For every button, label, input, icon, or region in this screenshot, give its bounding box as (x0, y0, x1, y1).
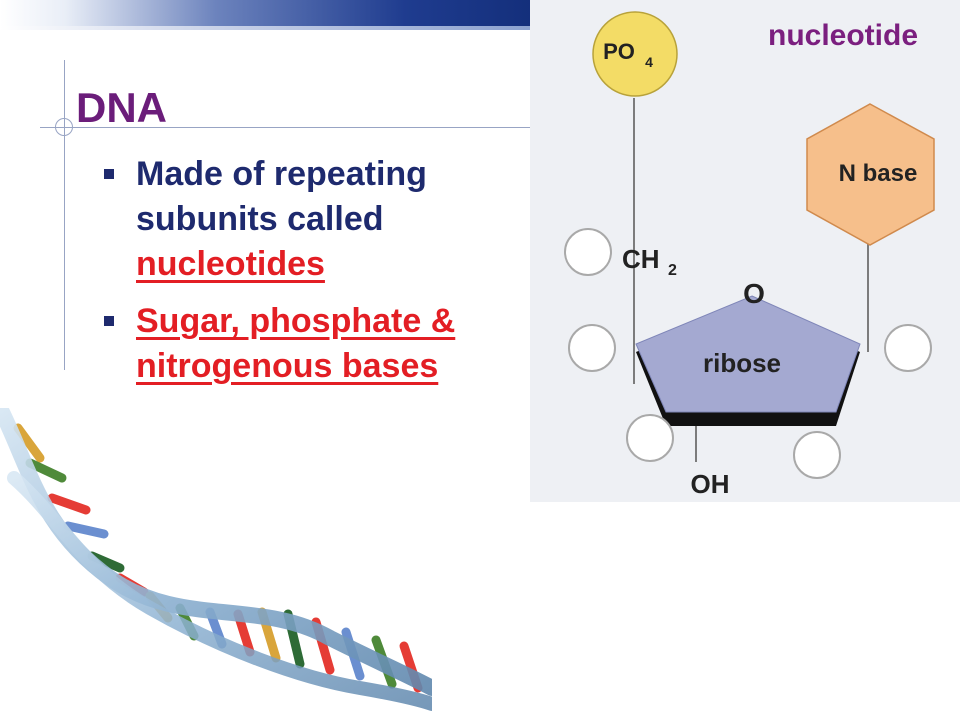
bullet-highlight: nucleotides (136, 245, 325, 283)
phosphate-label: PO (603, 39, 635, 64)
bullet-highlight: Sugar, phosphate & nitrogenous bases (136, 302, 456, 385)
ring-attachment-icon (568, 324, 616, 372)
ribose-pentagon (635, 295, 861, 413)
ring-attachment-icon (793, 431, 841, 479)
slide-title: DNA (76, 84, 167, 131)
ch2-subscript: 2 (668, 262, 677, 279)
bullet-item: Sugar, phosphate & nitrogenous bases (100, 299, 520, 389)
phosphate-circle (592, 11, 678, 97)
ribose-label: ribose (703, 348, 781, 378)
decorative-crosshair-icon (55, 118, 73, 136)
dna-helix-svg (0, 400, 440, 711)
ring-attachment-icon (884, 324, 932, 372)
ring-attachment-icon (564, 228, 612, 276)
oxygen-label: O (743, 278, 765, 309)
base-label: N base (839, 160, 918, 187)
title-bar-strip (0, 26, 540, 30)
bullet-list: Made of repeating subunits called nucleo… (100, 152, 520, 401)
dna-helix-image (0, 400, 440, 720)
hydroxyl-label: OH (691, 469, 730, 499)
decorative-horizontal-line (40, 127, 530, 128)
square-bullet-icon (104, 169, 114, 179)
nucleotide-diagram-svg: PO 4 N base ribose CH 2 O OH nucleotide (530, 0, 960, 502)
base-hexagon (806, 103, 935, 246)
ch2-label: CH (622, 244, 660, 274)
phosphate-subscript: 4 (645, 54, 653, 70)
bullet-text: Made of repeating subunits called (136, 155, 427, 238)
title-bar-gradient (0, 0, 540, 26)
nucleotide-diagram: PO 4 N base ribose CH 2 O OH nucleotide (530, 0, 960, 502)
nucleotide-label: nucleotide (768, 19, 918, 52)
ring-attachment-icon (626, 414, 674, 462)
dna-backbone-strand (7, 471, 439, 711)
square-bullet-icon (104, 316, 114, 326)
decorative-vertical-line (64, 60, 65, 370)
bullet-item: Made of repeating subunits called nucleo… (100, 152, 520, 287)
